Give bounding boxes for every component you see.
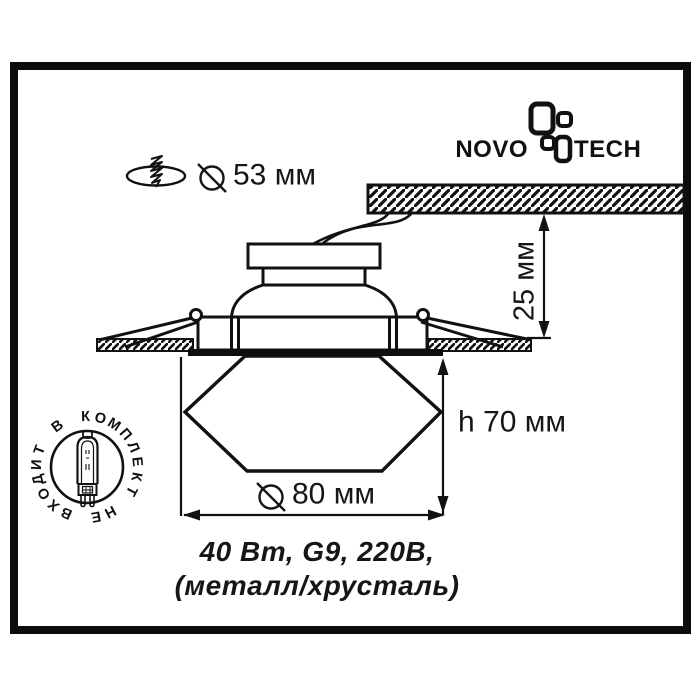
spec-line-1: 40 Вт, G9, 220В, — [199, 536, 435, 567]
not-included-stamp — [49, 429, 125, 508]
ceiling-strip-left — [96, 338, 194, 352]
shade-diameter-label: 80 мм — [292, 477, 375, 511]
novotech-flower-icon — [528, 101, 573, 164]
stamp-ring-letter: И — [28, 459, 46, 471]
stamp-ring-letter: Е — [128, 456, 146, 468]
trim-rim — [188, 349, 443, 356]
stamp-ring-letter: К — [80, 408, 91, 426]
wire — [312, 213, 412, 246]
spring-clips — [96, 308, 533, 352]
dim-25mm-lines — [527, 214, 551, 340]
crystal-shade — [182, 354, 444, 473]
logo-text-left: NOVO — [455, 136, 528, 163]
spec-line-2: (металл/хрусталь) — [174, 570, 460, 601]
cutout-diameter-label: 53 мм — [233, 158, 316, 192]
bell-housing — [229, 283, 399, 320]
dim-h70-d80-lines — [179, 357, 449, 521]
terminal-block — [246, 242, 382, 270]
recess-depth-label: 25 мм — [508, 240, 541, 322]
screw-icon — [125, 155, 187, 188]
diameter-icon — [256, 482, 286, 512]
diameter-icon — [197, 163, 227, 193]
g9-bulb-icon — [76, 430, 99, 508]
ceiling-strip-right — [427, 338, 532, 352]
fixture-body — [196, 242, 429, 352]
height-label: h 70 мм — [458, 405, 566, 439]
logo-text-right: TECH — [574, 136, 642, 163]
ceiling-section — [366, 183, 686, 215]
neck — [261, 266, 367, 287]
novotech-logo: NOVO TECH — [440, 125, 660, 171]
